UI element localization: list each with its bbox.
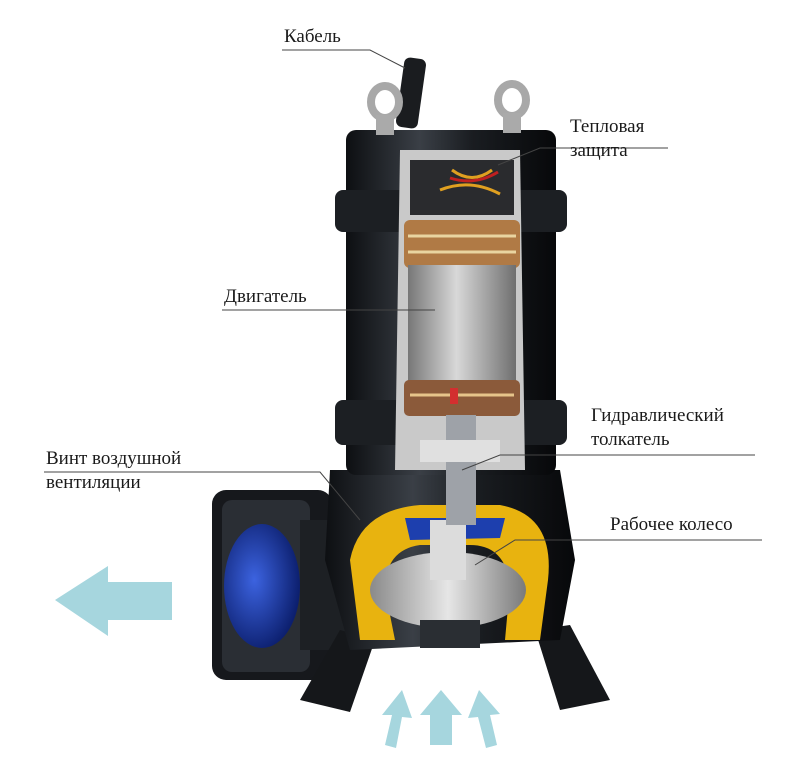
label-cable: Кабель <box>284 26 341 48</box>
eye-bolts <box>371 84 526 118</box>
label-thermal-protection-line2: защита <box>570 140 628 162</box>
inflow-arrow-right-icon <box>468 690 500 748</box>
label-impeller: Рабочее колесо <box>610 514 733 536</box>
label-hydraulic-pusher-line2: толкатель <box>591 429 670 451</box>
motor-rotor <box>408 265 516 385</box>
label-air-vent-screw-line1: Винт воздушной <box>46 448 181 470</box>
label-air-vent-screw-line2: вентиляции <box>46 472 141 494</box>
motor-shaft <box>446 415 476 525</box>
inflow-arrow-left-icon <box>382 690 412 748</box>
label-motor: Двигатель <box>224 286 307 308</box>
outflow-arrow-icon <box>55 566 172 636</box>
inflow-arrow-center-icon <box>420 690 462 745</box>
label-thermal-protection-line1: Тепловая <box>570 116 644 138</box>
label-hydraulic-pusher-line1: Гидравлический <box>591 405 724 427</box>
